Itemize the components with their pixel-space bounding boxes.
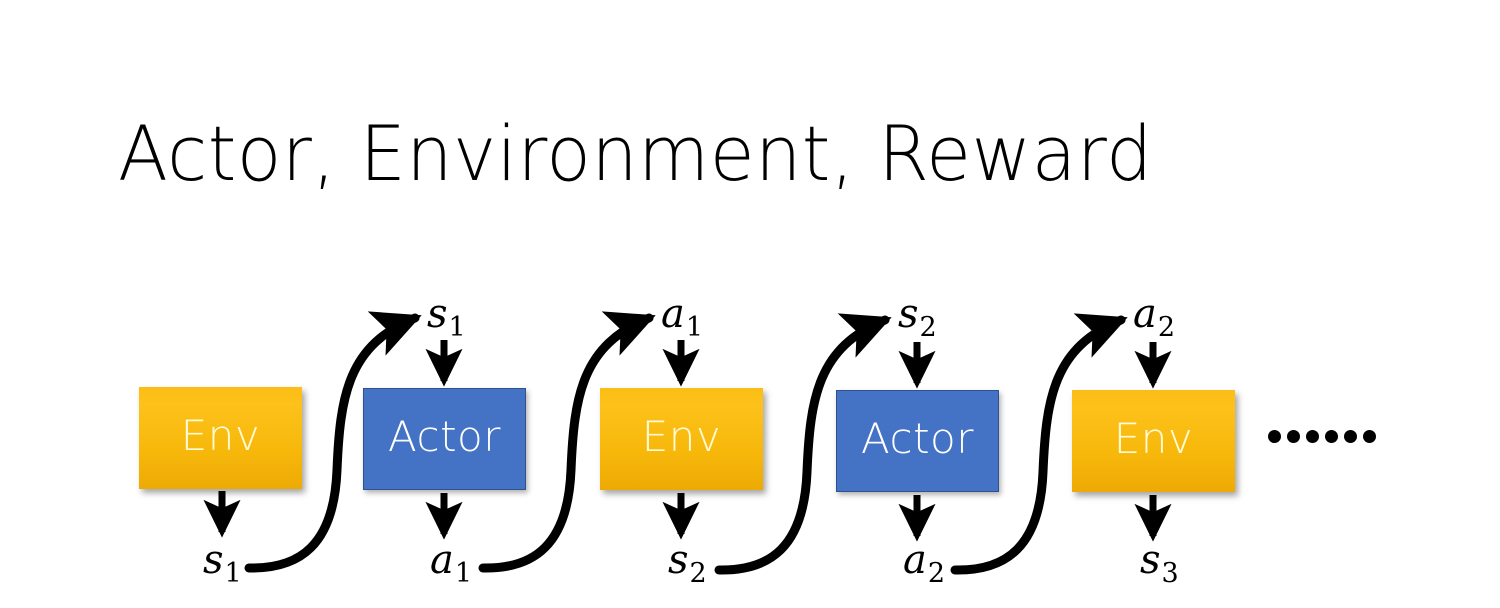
label-subscript: 1 [454, 558, 473, 589]
label-base: s [203, 537, 224, 583]
label-base: s [427, 291, 448, 337]
label-base: s [1140, 537, 1161, 583]
label-base: a [430, 537, 454, 583]
block-env-1[interactable]: Env [139, 387, 302, 489]
block-label: Actor [860, 414, 975, 463]
label-subscript: 2 [1157, 312, 1176, 343]
label-state-s3-bottom: s3 [1140, 537, 1179, 587]
ellipsis-dot [1325, 430, 1338, 443]
label-state-s1-bottom: s1 [203, 537, 242, 587]
label-subscript: 3 [1161, 558, 1179, 589]
label-base: a [661, 291, 685, 337]
label-base: a [903, 537, 927, 583]
ellipsis-dot [1287, 430, 1300, 443]
label-action-a1-top: a1 [661, 291, 703, 341]
label-subscript: 1 [224, 558, 242, 589]
label-subscript: 2 [689, 558, 707, 589]
label-subscript: 1 [685, 312, 704, 343]
ellipsis-dot [1268, 430, 1281, 443]
block-label: Env [641, 412, 722, 461]
label-action-a1-bottom: a1 [430, 537, 472, 587]
label-base: s [898, 291, 919, 337]
label-base: a [1133, 291, 1157, 337]
label-state-s2-top: s2 [898, 291, 937, 341]
block-actor-2[interactable]: Actor [836, 390, 999, 492]
label-action-a2-top: a2 [1133, 291, 1175, 341]
label-action-a2-bottom: a2 [903, 537, 945, 587]
page-title: Actor, Environment, Reward [118, 109, 1153, 198]
ellipsis-dot [1344, 430, 1357, 443]
label-subscript: 1 [448, 312, 466, 343]
block-label: Actor [387, 412, 502, 461]
block-env-2[interactable]: Env [600, 388, 763, 490]
ellipsis-continuation [1268, 430, 1376, 443]
block-label: Env [1113, 414, 1194, 463]
block-env-3[interactable]: Env [1072, 390, 1235, 492]
ellipsis-dot [1363, 430, 1376, 443]
block-actor-1[interactable]: Actor [363, 388, 526, 490]
ellipsis-dot [1306, 430, 1319, 443]
label-state-s1-top: s1 [427, 291, 466, 341]
label-subscript: 2 [919, 312, 937, 343]
block-label: Env [180, 411, 261, 460]
label-base: s [668, 537, 689, 583]
label-state-s2-bottom: s2 [668, 537, 707, 587]
label-subscript: 2 [927, 558, 946, 589]
